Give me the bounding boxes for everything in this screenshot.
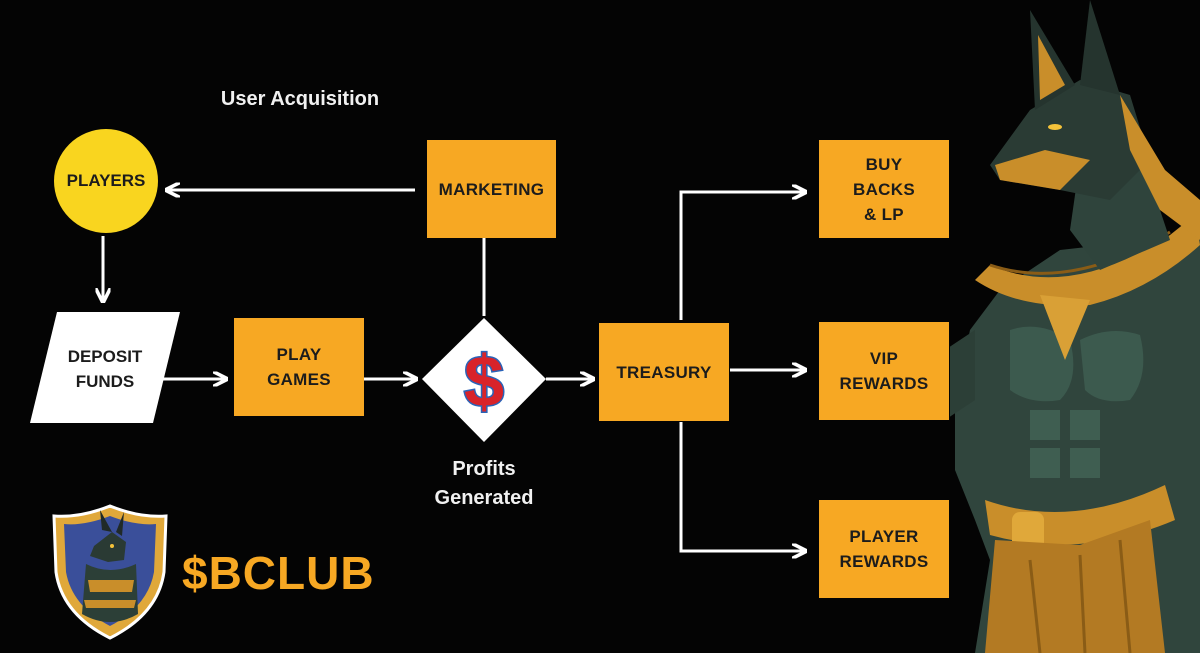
profits-generated-caption: Profits Generated [434, 458, 534, 509]
deposit-funds-shape [30, 312, 180, 423]
players-label: PLAYERS [66, 171, 146, 190]
vip-rewards-label: VIP REWARDS [839, 349, 929, 393]
buy-backs-node: BUY BACKS & LP [819, 140, 949, 238]
treasury-node: TREASURY [599, 323, 729, 421]
player-rewards-node: PLAYER REWARDS [819, 500, 949, 598]
profits-diamond-shape [422, 318, 546, 442]
deposit-funds-label: DEPOSIT FUNDS [67, 347, 143, 391]
players-node: PLAYERS [54, 129, 158, 233]
brand-name: $BCLUB [182, 547, 375, 599]
dollar-symbol: $ [464, 342, 504, 420]
anubis-warrior-illustration [950, 0, 1200, 653]
marketing-label: MARKETING [438, 179, 545, 199]
user-acquisition-title: User Acquisition [220, 88, 380, 110]
buy-backs-label: BUY BACKS & LP [853, 154, 915, 224]
play-games-node: PLAY GAMES [234, 318, 364, 416]
player-rewards-label: PLAYER REWARDS [839, 527, 929, 571]
play-games-label: PLAY GAMES [267, 345, 331, 389]
dollar-icon: $ [462, 341, 505, 421]
arrow-treasury-to-player-rewards [679, 422, 804, 551]
anubis-shield-icon [52, 504, 168, 640]
treasury-label: TREASURY [616, 362, 712, 382]
marketing-node: MARKETING [427, 140, 556, 238]
arrow-treasury-to-buybacks [679, 192, 804, 320]
vip-rewards-node: VIP REWARDS [819, 322, 949, 420]
